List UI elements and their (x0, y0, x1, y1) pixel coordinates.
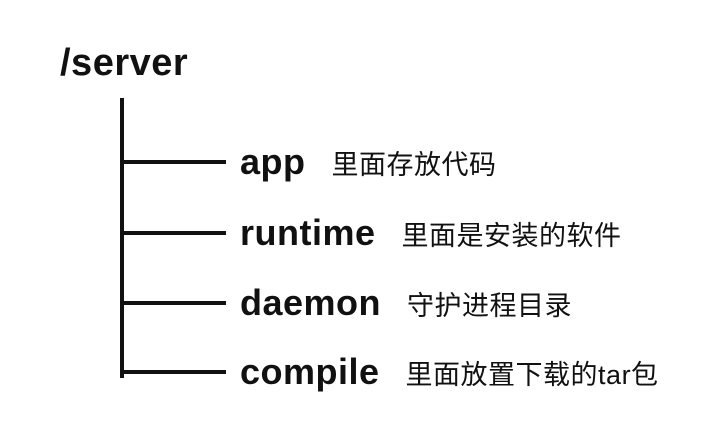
tree-branch-row: compile 里面放置下载的tar包 (122, 348, 659, 396)
tree-branch-row: runtime 里面是安装的软件 (122, 209, 622, 257)
tree-branch-row: daemon 守护进程目录 (122, 279, 572, 327)
directory-description-runtime: 里面是安装的软件 (401, 220, 622, 251)
directory-label-app: app (240, 141, 306, 182)
tree-branch-row: app 里面存放代码 (122, 138, 497, 186)
branch-connector-line (122, 301, 226, 305)
directory-description-daemon: 守护进程目录 (407, 290, 573, 321)
directory-label-compile: compile (240, 351, 380, 392)
tree-trunk-line (120, 98, 124, 378)
branch-connector-line (122, 231, 226, 235)
branch-connector-line (122, 160, 226, 164)
directory-label-runtime: runtime (240, 212, 376, 253)
directory-description-app: 里面存放代码 (331, 149, 497, 180)
branch-connector-line (122, 370, 226, 374)
directory-label-daemon: daemon (240, 282, 382, 323)
root-directory-label: /server (60, 42, 189, 84)
directory-description-compile: 里面放置下载的tar包 (405, 359, 659, 390)
